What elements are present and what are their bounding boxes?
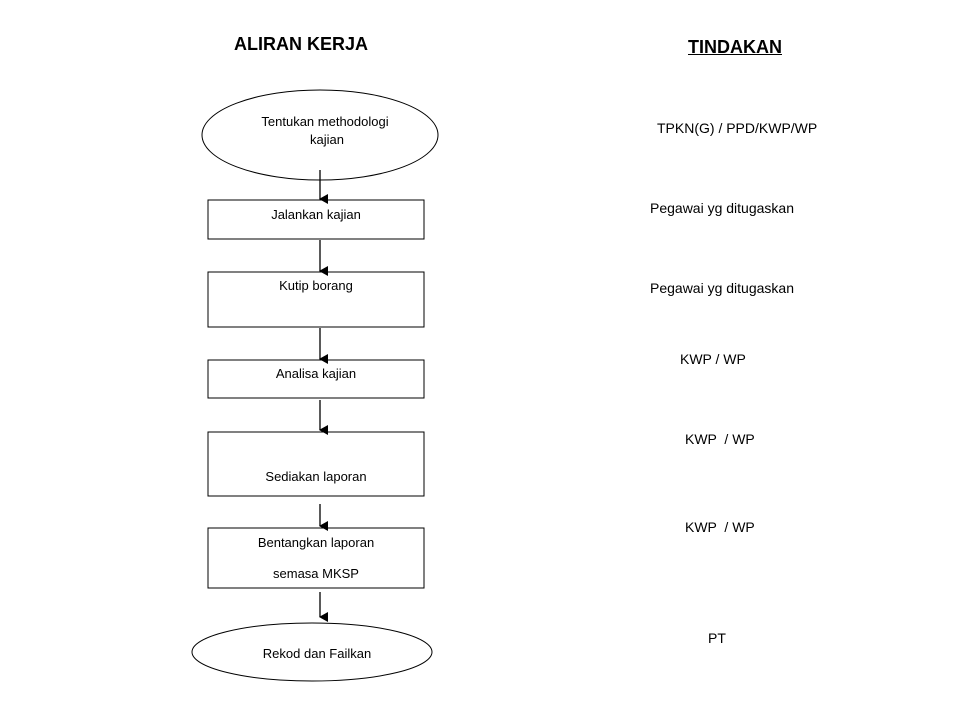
- step-1-line-2: kajian: [310, 132, 344, 147]
- step-shape-3: [207, 271, 425, 328]
- action-3: Pegawai yg ditugaskan: [650, 280, 794, 296]
- step-2-label: Jalankan kajian: [271, 207, 361, 222]
- step-7-label: Rekod dan Failkan: [262, 646, 372, 661]
- step-6-line-1: Bentangkan laporan: [257, 535, 375, 550]
- step-5-label: Sediakan laporan: [265, 469, 367, 484]
- step-shape-7: [191, 622, 433, 682]
- action-7: PT: [708, 630, 726, 646]
- action-1: TPKN(G) / PPD/KWP/WP: [657, 120, 818, 136]
- step-3-label: Kutip borang: [279, 278, 353, 293]
- action-heading: TINDAKAN: [688, 37, 782, 57]
- step-1-line-1: Tentukan methodologi: [261, 114, 389, 129]
- action-4: KWP / WP: [680, 351, 746, 367]
- step-shape-2: [207, 199, 425, 240]
- action-2: Pegawai yg ditugaskan: [650, 200, 794, 216]
- step-4-label: Analisa kajian: [275, 366, 357, 381]
- action-6: KWP / WP: [685, 519, 755, 535]
- action-5: KWP / WP: [685, 431, 755, 447]
- workflow-heading: ALIRAN KERJA: [234, 34, 369, 54]
- step-shape-5: [207, 431, 425, 497]
- step-shape-4: [207, 359, 425, 399]
- step-shape-6: [207, 527, 425, 589]
- step-6-line-2: semasa MKSP: [273, 566, 359, 581]
